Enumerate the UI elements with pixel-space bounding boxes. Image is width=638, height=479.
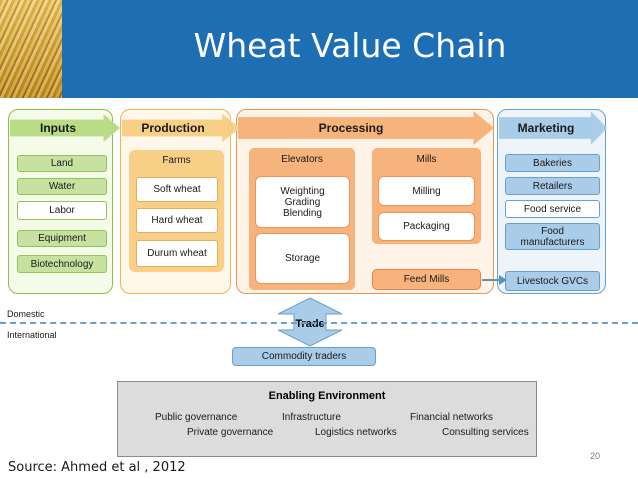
storage-box: Storage xyxy=(255,233,350,284)
marketing-food-manufacturers: Food manufacturers xyxy=(505,223,600,250)
marketing-food-service: Food service xyxy=(505,200,600,218)
livestock-gvcs-box: Livestock GVCs xyxy=(505,271,600,291)
input-land: Land xyxy=(17,155,107,172)
enabling-consulting-services: Consulting services xyxy=(442,427,529,438)
elevator-operations: Weighting Grading Blending xyxy=(255,176,350,228)
wheat-image-overlay xyxy=(0,0,62,98)
farms-label: Farms xyxy=(162,155,191,166)
feed-to-livestock-arrow xyxy=(482,275,507,285)
page-number: 20 xyxy=(590,451,601,461)
inputs-label: Inputs xyxy=(40,121,76,135)
enabling-title: Enabling Environment xyxy=(268,390,386,402)
production-label: Production xyxy=(141,121,205,135)
enabling-environment-panel xyxy=(117,381,537,457)
enabling-financial-networks: Financial networks xyxy=(410,412,493,423)
marketing-retailers: Retailers xyxy=(505,177,600,195)
input-biotechnology: Biotechnology xyxy=(17,255,107,273)
farm-soft-wheat: Soft wheat xyxy=(136,177,218,202)
processing-label: Processing xyxy=(318,121,384,135)
enabling-private-governance: Private governance xyxy=(187,427,274,438)
domestic-label: Domestic xyxy=(7,309,45,319)
trade-label: Trade xyxy=(295,318,325,330)
marketing-label: Marketing xyxy=(517,121,575,135)
marketing-bakeries: Bakeries xyxy=(505,154,600,172)
title-banner xyxy=(0,0,638,98)
input-equipment: Equipment xyxy=(17,230,107,247)
farm-hard-wheat: Hard wheat xyxy=(136,208,218,233)
enabling-infrastructure: Infrastructure xyxy=(282,412,341,423)
enabling-public-governance: Public governance xyxy=(155,412,238,423)
source-citation: Source: Ahmed et al , 2012 xyxy=(8,460,186,475)
commodity-traders-box: Commodity traders xyxy=(232,347,376,366)
international-label: International xyxy=(7,330,57,340)
milling-box: Milling xyxy=(378,176,475,206)
input-water: Water xyxy=(17,178,107,195)
border-dashed-line xyxy=(0,322,638,324)
packaging-box: Packaging xyxy=(378,212,475,241)
enabling-logistics-networks: Logistics networks xyxy=(315,427,397,438)
input-labor: Labor xyxy=(17,201,107,220)
page-title: Wheat Value Chain xyxy=(193,26,507,65)
farm-durum-wheat: Durum wheat xyxy=(136,240,218,267)
wheat-image xyxy=(0,0,62,98)
feed-mills-box: Feed Mills xyxy=(372,269,481,290)
